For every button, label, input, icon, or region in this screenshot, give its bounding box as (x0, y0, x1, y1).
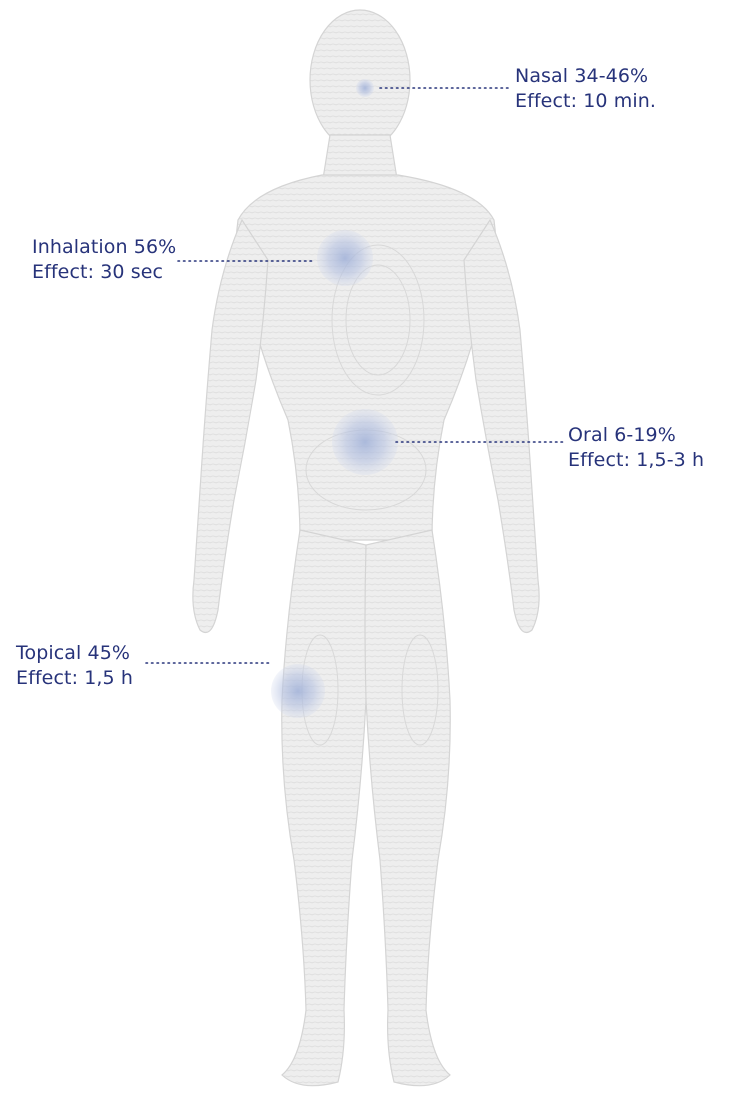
nasal-label: Nasal 34-46% Effect: 10 min. (515, 64, 656, 114)
left-leg-shape (282, 530, 367, 1086)
nasal-effect: Effect: 10 min. (515, 89, 656, 114)
topical-marker (271, 664, 325, 718)
head-shape (310, 10, 410, 150)
body-silhouette (193, 10, 539, 1086)
right-leg-shape (365, 530, 450, 1086)
nasal-marker (356, 79, 374, 97)
inhalation-effect: Effect: 30 sec (32, 260, 176, 285)
oral-effect: Effect: 1,5-3 h (568, 448, 704, 473)
left-arm-shape (193, 220, 268, 633)
right-arm-shape (464, 220, 539, 633)
torso-shape (236, 175, 495, 540)
topical-label: Topical 45% Effect: 1,5 h (16, 641, 133, 691)
inhalation-marker (317, 230, 373, 286)
oral-label: Oral 6-19% Effect: 1,5-3 h (568, 423, 704, 473)
inhalation-label: Inhalation 56% Effect: 30 sec (32, 235, 176, 285)
topical-name: Topical 45% (16, 641, 133, 666)
topical-effect: Effect: 1,5 h (16, 666, 133, 691)
nasal-name: Nasal 34-46% (515, 64, 656, 89)
oral-marker (332, 409, 398, 475)
oral-name: Oral 6-19% (568, 423, 704, 448)
inhalation-name: Inhalation 56% (32, 235, 176, 260)
